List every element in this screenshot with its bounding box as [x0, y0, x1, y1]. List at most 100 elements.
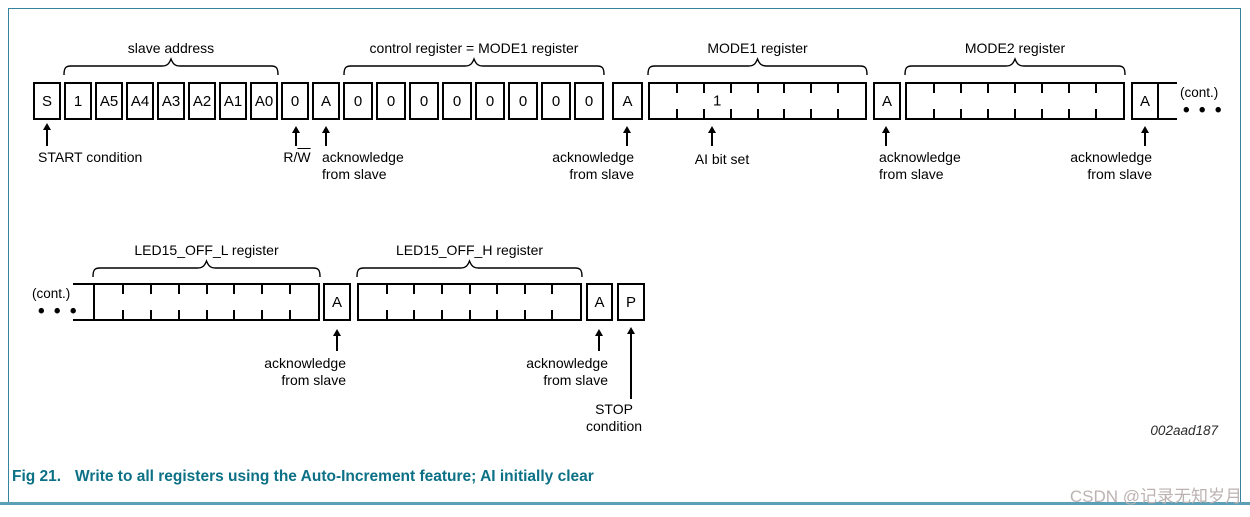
- section-brace: [904, 57, 1126, 76]
- arrow-stem: [885, 132, 887, 146]
- up-arrow-icon: [43, 123, 51, 130]
- bit-cell: S: [33, 82, 61, 120]
- bit-cell-label: 0: [386, 92, 396, 110]
- bit-tick: [523, 310, 526, 319]
- ai-bit-set-label: AI bit set: [694, 151, 750, 167]
- bit-tick: [810, 109, 813, 118]
- bit-tick: [756, 109, 759, 118]
- bit-cell: 0: [508, 82, 538, 120]
- figure-frame: [8, 8, 1241, 504]
- figure-caption: Fig 21. Write to all registers using the …: [12, 468, 594, 486]
- bit-tick: [1041, 84, 1043, 93]
- section-label: MODE2 register: [964, 40, 1066, 56]
- bit-tick: [756, 84, 759, 93]
- bit-cell-label: A5: [99, 92, 119, 110]
- register-field: [93, 283, 320, 321]
- register-field: 1: [648, 82, 867, 120]
- bit-cell-label: 0: [290, 92, 300, 110]
- bit-cell: A5: [95, 82, 123, 120]
- bit-cell-label: A: [331, 293, 342, 311]
- bit-cell: P: [617, 283, 645, 321]
- section-label: MODE1 register: [707, 40, 808, 56]
- up-arrow-icon: [627, 327, 635, 334]
- arrow-stem: [336, 335, 338, 351]
- bus-rail: [73, 283, 93, 321]
- bit-cell-label: A0: [254, 92, 274, 110]
- up-arrow-icon: [322, 126, 330, 133]
- figure-number: Fig 21.: [12, 468, 62, 485]
- bit-tick: [440, 285, 443, 294]
- bit-cell-label: A: [594, 293, 605, 311]
- bit-cell: A: [612, 82, 643, 120]
- bit-tick: [205, 310, 208, 319]
- up-arrow-icon: [292, 126, 300, 133]
- bit-tick: [233, 285, 236, 294]
- up-arrow-icon: [333, 329, 341, 336]
- bit-tick: [233, 310, 236, 319]
- bit-tick: [385, 310, 388, 319]
- up-arrow-icon: [623, 126, 631, 133]
- bit-tick: [960, 84, 962, 93]
- bit-tick: [468, 310, 471, 319]
- bit-cell: A: [1131, 82, 1159, 120]
- section-brace: [343, 57, 605, 76]
- bit-tick: [440, 310, 443, 319]
- bit-tick: [987, 109, 989, 118]
- section-label: slave address: [127, 40, 215, 56]
- bit-tick: [675, 109, 678, 118]
- figure-caption-text: Write to all registers using the Auto-In…: [75, 468, 594, 485]
- bit-cell: 0: [475, 82, 505, 120]
- bit-cell-label: 1: [73, 92, 83, 110]
- bit-cell-label: A3: [161, 92, 181, 110]
- bit-tick: [177, 310, 180, 319]
- bit-tick: [385, 285, 388, 294]
- bit-tick: [289, 310, 292, 319]
- bit-tick: [729, 109, 732, 118]
- bit-tick: [837, 109, 840, 118]
- csdn-watermark: CSDN @记录无知岁月: [1069, 487, 1242, 506]
- bit-value-label: 1: [713, 92, 722, 110]
- bit-cell-label: A: [1139, 92, 1150, 110]
- arrow-stem: [46, 129, 48, 146]
- bit-cell: 0: [281, 82, 309, 120]
- bit-tick: [1068, 109, 1070, 118]
- bit-cell-label: S: [41, 92, 52, 110]
- overline-text: W: [297, 149, 311, 165]
- bit-tick: [468, 285, 471, 294]
- bit-cell-label: 0: [584, 92, 594, 110]
- bit-tick: [702, 84, 705, 93]
- bit-cell: A0: [250, 82, 278, 120]
- bit-tick: [1095, 84, 1097, 93]
- bit-tick: [933, 84, 935, 93]
- up-arrow-icon: [882, 126, 890, 133]
- figure-id-label: 002aad187: [1150, 423, 1218, 438]
- bit-tick: [289, 285, 292, 294]
- bit-cell: A4: [126, 82, 154, 120]
- bit-tick: [1068, 84, 1070, 93]
- up-arrow-icon: [708, 126, 716, 133]
- bit-tick: [261, 310, 264, 319]
- bit-tick: [960, 109, 962, 118]
- bit-cell: 0: [409, 82, 439, 120]
- bit-cell: A2: [188, 82, 216, 120]
- arrow-stem: [630, 333, 632, 399]
- bit-cell-label: 0: [485, 92, 495, 110]
- bit-tick: [205, 285, 208, 294]
- up-arrow-icon: [1141, 126, 1149, 133]
- arrow-stem: [295, 132, 297, 146]
- bit-cell-label: 0: [452, 92, 462, 110]
- bus-rail: [1159, 82, 1177, 120]
- bit-cell: A: [586, 283, 613, 321]
- bit-tick: [551, 310, 554, 319]
- bit-cell: A: [873, 82, 901, 120]
- bit-cell-label: A1: [223, 92, 243, 110]
- bit-tick: [1014, 84, 1016, 93]
- bit-tick: [1014, 109, 1016, 118]
- bit-cell-label: A: [320, 92, 331, 110]
- register-field: [905, 82, 1125, 120]
